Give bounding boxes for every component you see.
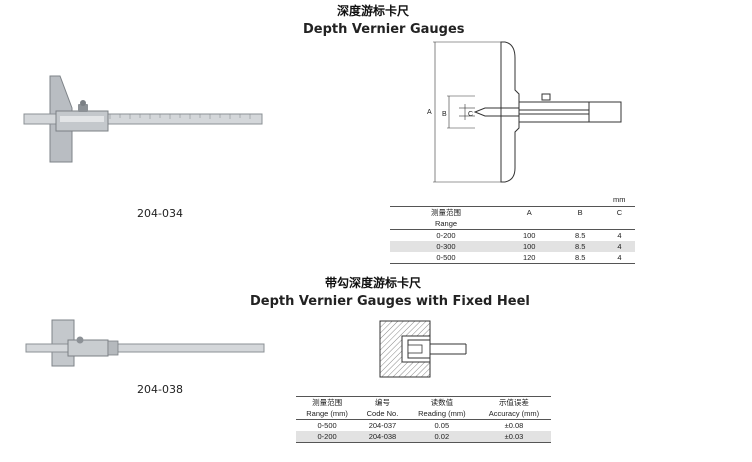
depth-gauge-spec-table: 测量范围 A B C Range 0-200 100 8.5 4 0-300 1… xyxy=(390,206,635,264)
table-header-cell: 编号 xyxy=(374,398,390,407)
table-header-row: 测量范围 A B C xyxy=(390,207,635,219)
table-cell: 0-300 xyxy=(390,241,502,252)
table-cell: 204-038 xyxy=(358,431,407,443)
table-header-row: Range xyxy=(390,218,635,230)
table-cell: 0-200 xyxy=(436,231,456,240)
table-cell: 4 xyxy=(617,253,622,262)
section1-title-cn: 深度游标卡尺 xyxy=(337,4,410,18)
table-cell: 0.05 xyxy=(434,421,450,430)
fixed-heel-section-diagram xyxy=(379,320,467,378)
table-cell: 100 xyxy=(502,241,557,252)
table-cell: 4 xyxy=(603,241,635,252)
table-cell: 8.5 xyxy=(556,241,604,252)
table-header-cell: A xyxy=(526,208,532,217)
table-cell: 4 xyxy=(617,231,622,240)
table-row: 0-500 120 8.5 4 xyxy=(390,252,635,264)
table-header-cell: B xyxy=(577,208,583,217)
dimension-label-a: A xyxy=(427,109,432,116)
table-header-cell: Range xyxy=(434,219,458,228)
table-header-cell xyxy=(502,218,556,230)
table-row: 0-300 100 8.5 4 xyxy=(390,241,635,252)
section2-title-en: Depth Vernier Gauges with Fixed Heel xyxy=(250,294,530,309)
depth-vernier-gauge-image xyxy=(23,75,263,163)
depth-gauge-fixed-heel-image xyxy=(25,319,265,367)
table-header-row: 测量范围 编号 读数值 示值误差 xyxy=(296,397,551,409)
table-cell: ±0.03 xyxy=(476,431,551,443)
table-cell: 8.5 xyxy=(574,231,586,240)
table-cell: 0-500 xyxy=(436,253,456,262)
table-header-cell: 示值误差 xyxy=(498,398,529,407)
section2-title-cn: 带勾深度游标卡尺 xyxy=(325,276,422,290)
table-header-cell: Code No. xyxy=(366,409,399,418)
table-row: 0-500 204-037 0.05 ±0.08 xyxy=(296,420,551,432)
dimension-label-b: B xyxy=(442,111,447,118)
fixed-heel-spec-table: 测量范围 编号 读数值 示值误差 Range (mm) Code No. Rea… xyxy=(296,396,551,443)
table-header-cell: Accuracy (mm) xyxy=(488,409,540,418)
table-cell: 0.02 xyxy=(406,431,477,443)
table-header-cell xyxy=(556,218,604,230)
table-cell: 120 xyxy=(522,253,536,262)
dimension-label-c: C xyxy=(468,111,473,118)
table-row: 0-200 204-038 0.02 ±0.03 xyxy=(296,431,551,443)
table-header-cell xyxy=(604,218,635,230)
table-header-cell: 读数值 xyxy=(430,398,454,407)
table-cell: 8.5 xyxy=(574,253,586,262)
unit-label: mm xyxy=(613,195,626,204)
table-header-cell: Reading (mm) xyxy=(418,409,466,418)
table-header-row: Range (mm) Code No. Reading (mm) Accurac… xyxy=(296,408,551,420)
table-cell: 204-037 xyxy=(368,421,397,430)
table-header-cell: Range (mm) xyxy=(306,409,348,418)
product-code-204-038: 204-038 xyxy=(137,383,183,396)
product-code-204-034: 204-034 xyxy=(137,207,183,220)
section1-title-en: Depth Vernier Gauges xyxy=(303,22,465,37)
table-header-cell: C xyxy=(616,208,623,217)
table-row: 0-200 100 8.5 4 xyxy=(390,230,635,242)
table-cell: 100 xyxy=(522,231,536,240)
depth-gauge-dimension-diagram: A B C xyxy=(427,41,622,183)
table-header-cell: 测量范围 xyxy=(431,208,461,217)
table-cell: 0-200 xyxy=(296,431,359,443)
table-cell: ±0.08 xyxy=(504,421,524,430)
table-cell: 0-500 xyxy=(317,421,337,430)
table-header-cell: 测量范围 xyxy=(312,398,343,407)
